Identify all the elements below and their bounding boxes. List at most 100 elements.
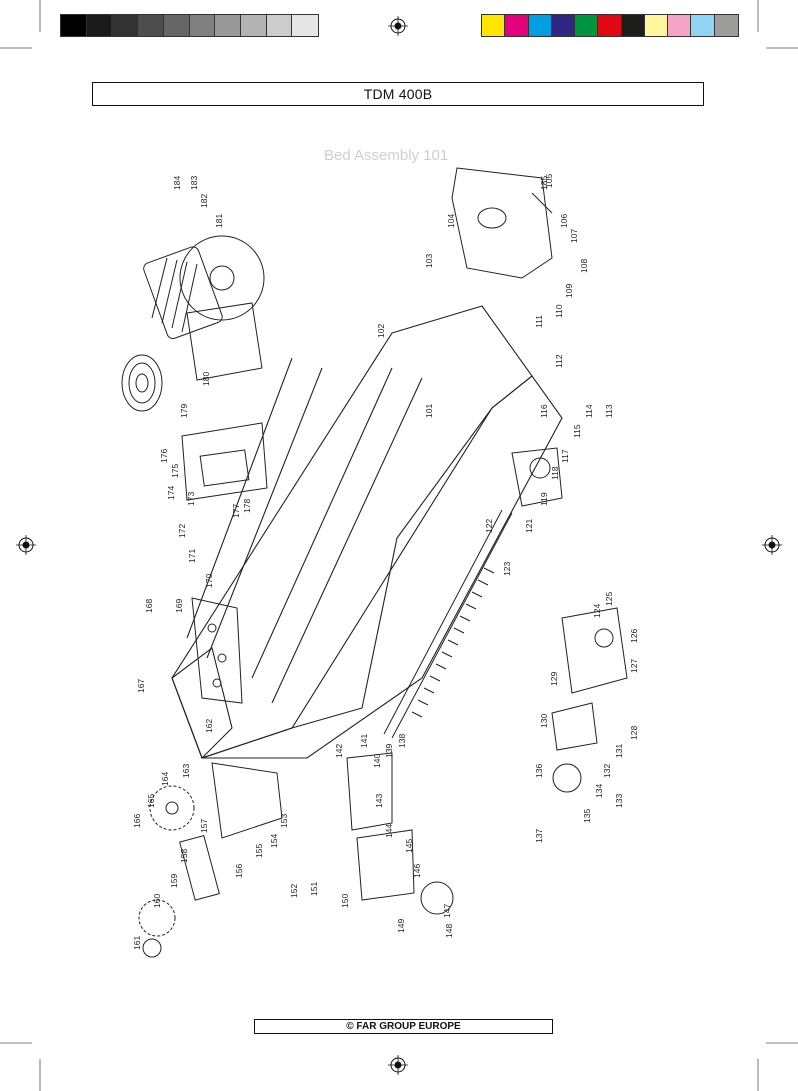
part-label: 116 (539, 404, 549, 418)
part-label: 124 (592, 604, 602, 618)
part-label: 175 (170, 464, 180, 478)
part-label: 153 (279, 814, 289, 828)
part-label: 138 (397, 734, 407, 748)
part-label: 184 (172, 176, 182, 190)
part-label: 166 (132, 814, 142, 828)
part-label: 113 (604, 404, 614, 418)
part-label: 159 (169, 874, 179, 888)
part-label: 160 (152, 894, 162, 908)
part-label: 104 (446, 214, 456, 228)
part-label: 151 (309, 882, 319, 896)
part-label: 141 (359, 734, 369, 748)
part-label: 119 (539, 492, 549, 506)
part-label: 140 (372, 754, 382, 768)
part-label: 127 (629, 659, 639, 673)
part-label: 128 (629, 726, 639, 740)
registration-mark-bottom (388, 1055, 408, 1075)
part-label: 142 (334, 744, 344, 758)
part-label: 171 (187, 549, 197, 563)
tailstock-plate (191, 597, 243, 704)
part-label: 181 (214, 214, 224, 228)
color-swatch (575, 15, 599, 36)
part-label: 176 (159, 449, 169, 463)
registration-mark-top (388, 16, 408, 36)
part-label: 115 (572, 424, 582, 438)
part-label: 177 (231, 504, 241, 518)
part-label: 144 (384, 824, 394, 838)
part-label: 146 (412, 864, 422, 878)
part-label: 111 (534, 315, 544, 328)
part-label: 118 (550, 466, 560, 480)
part-label: 180 (201, 372, 211, 386)
part-label: 147 (442, 904, 452, 918)
color-swatch (505, 15, 529, 36)
part-label: 167 (136, 679, 146, 693)
part-label: 122 (484, 519, 494, 533)
part-label: 114 (584, 404, 594, 418)
part-label: 137 (534, 829, 544, 843)
page-title: TDM 400B (92, 82, 704, 106)
color-swatch (189, 15, 216, 36)
part-label: 148 (444, 924, 454, 938)
registration-mark-left (16, 535, 36, 555)
part-label: 131 (614, 744, 624, 758)
part-label: 174 (166, 486, 176, 500)
part-label: 154 (269, 834, 279, 848)
color-swatch (86, 15, 113, 36)
part-label: 133 (614, 794, 624, 808)
part-label: 109 (564, 284, 574, 298)
copyright-footer: © FAR GROUP EUROPE (254, 1019, 553, 1034)
part-label: 183 (189, 176, 199, 190)
gear-train (138, 762, 283, 958)
leadscrew-bracket (551, 607, 628, 793)
part-label: 101 (424, 404, 434, 418)
lathe-bed (171, 305, 563, 759)
color-swatch (598, 15, 622, 36)
part-label: 168 (144, 599, 154, 613)
exploded-parts-diagram: Bed Assembly 101 (121, 147, 639, 958)
color-swatch (215, 15, 241, 36)
part-label: 132 (602, 764, 612, 778)
color-swatch (61, 15, 87, 36)
part-label: 163 (181, 764, 191, 778)
part-label: 143 (374, 794, 384, 808)
part-label: 169 (174, 599, 184, 613)
part-label: 102 (376, 324, 386, 338)
part-label: 106 (559, 214, 569, 228)
color-swatch (112, 15, 139, 36)
part-label: 129 (549, 672, 559, 686)
process-color-bar (481, 14, 739, 37)
part-label: 110 (554, 304, 564, 318)
part-label: 156 (234, 864, 244, 878)
part-label: 170 (204, 574, 214, 588)
part-label: 145 (404, 839, 414, 853)
part-label: 107 (569, 229, 579, 243)
color-swatch (292, 15, 319, 36)
part-label: 178 (242, 499, 252, 513)
part-label: 103 (424, 254, 434, 268)
part-label: 150 (340, 894, 350, 908)
part-label: 123 (502, 562, 512, 576)
color-swatch (714, 15, 738, 36)
part-label: 130 (539, 714, 549, 728)
color-swatch (644, 15, 669, 36)
part-label: 158 (179, 849, 189, 863)
part-label: 125 (604, 592, 614, 606)
part-label: 182 (199, 194, 209, 208)
color-swatch (482, 15, 506, 36)
color-swatch (528, 15, 552, 36)
part-label: 155 (254, 844, 264, 858)
part-label: 105 (544, 174, 554, 188)
part-label: 173 (186, 492, 196, 506)
drawing-heading: Bed Assembly 101 (324, 147, 448, 164)
part-label: 139 (384, 744, 394, 758)
part-label: 161 (132, 936, 142, 950)
part-label: 126 (629, 629, 639, 643)
tailstock-end-block (511, 447, 563, 507)
part-label: 121 (524, 519, 534, 533)
part-number-labels: 101 102 103 104 105 106 107 108 109 110 … (132, 174, 639, 950)
part-label: 185 (539, 176, 549, 190)
part-label: 162 (204, 719, 214, 733)
grayscale-color-bar (60, 14, 319, 37)
